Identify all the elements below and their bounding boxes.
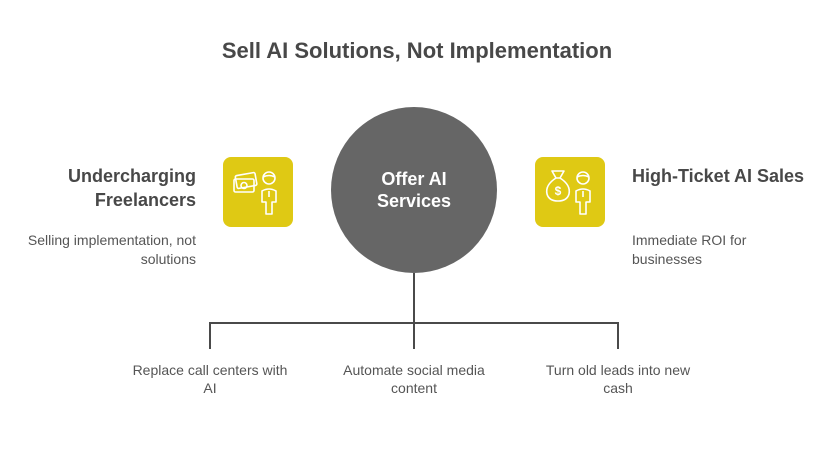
center-label: Offer AI Services [376,169,452,211]
right-heading: High-Ticket AI Sales [632,166,805,186]
left-icon-box [223,157,293,227]
left-description: Selling implementation, not solutions [27,232,196,267]
diagram-title: Sell AI Solutions, Not Implementation [221,38,613,63]
branch-item-2: Automate social media content [343,362,485,396]
left-heading: Undercharging Freelancers [67,166,196,210]
money-bag-and-person-icon: $ [545,170,591,215]
branch-item-1: Replace call centers with AI [132,362,288,396]
right-icon-box: $ [535,157,605,227]
cash-and-person-icon [233,171,277,215]
svg-text:$: $ [555,184,562,198]
branch-item-3: Turn old leads into new cash [545,362,691,396]
center-node: Offer AI Services [331,107,497,273]
right-description: Immediate ROI for businesses [632,232,747,267]
